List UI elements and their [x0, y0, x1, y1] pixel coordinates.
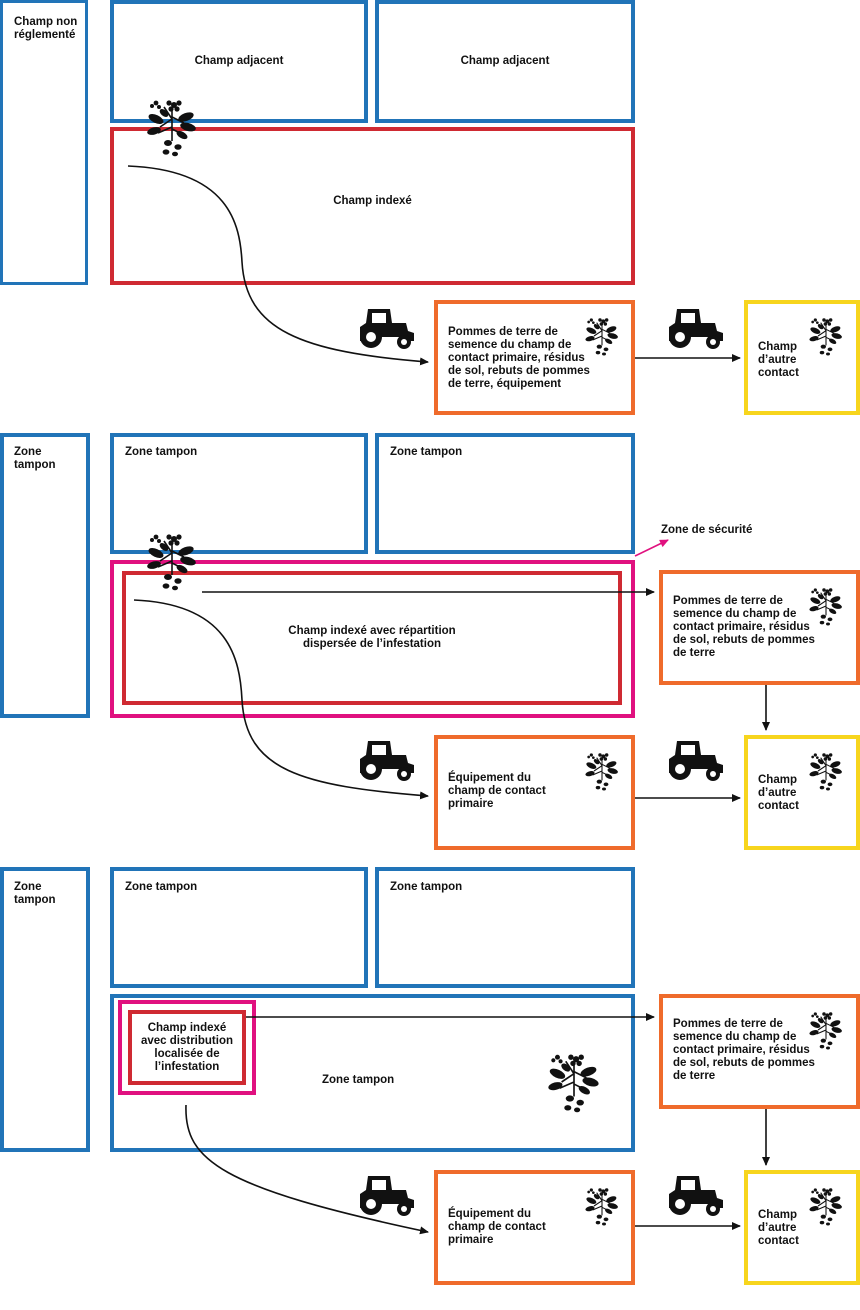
- potato-plant-icon: [808, 752, 844, 792]
- panel2-equipment-label: Équipement du champ de contact primaire: [448, 772, 546, 810]
- panel2-equipment-box: [434, 735, 635, 850]
- panel1-adjacent-left-label: Champ adjacent: [194, 55, 284, 67]
- potato-plant-icon: [808, 317, 844, 357]
- panel2-buffer-right-label: Zone tampon: [390, 446, 463, 458]
- potato-plant-icon: [808, 1187, 844, 1227]
- panel2-buffer-left: [110, 433, 368, 554]
- tractor-icon: [360, 1176, 414, 1216]
- panel1-adjacent-field-right: Champ adjacent: [375, 0, 635, 123]
- tractor-icon: [669, 1176, 723, 1216]
- panel3-curve-arrow: [185, 1104, 429, 1235]
- panel2-indexed-field: Champ indexé avec répartition dispersée …: [122, 571, 622, 705]
- panel3-buffer-left: [110, 867, 368, 988]
- panel2-other-contact-label: Champ d’autre contact: [758, 774, 799, 812]
- panel2-indexed-label: Champ indexé avec répartition dispersée …: [288, 625, 456, 650]
- panel1-indexed-field: Champ indexé: [110, 127, 635, 285]
- panel2-primary-seed-label: Pommes de terre de semence du champ de c…: [673, 595, 815, 659]
- tractor-icon: [360, 741, 414, 781]
- panel1-curve-arrow: [127, 165, 429, 366]
- panel3-buffer-right-label: Zone tampon: [390, 881, 463, 893]
- potato-plant-icon: [584, 1187, 620, 1227]
- tractor-icon: [669, 309, 723, 349]
- panel3-primary-seed-box: [659, 994, 860, 1109]
- panel2-buffer-left-label: Zone tampon: [125, 446, 198, 458]
- panel3-equipment-label: Équipement du champ de contact primaire: [448, 1208, 546, 1246]
- panel2-side-buffer: [0, 433, 90, 718]
- panel3-other-contact-box: [744, 1170, 860, 1285]
- panel3-indexed-field: Champ indexé avec distribution localisée…: [128, 1010, 246, 1085]
- tractor-icon: [360, 309, 414, 349]
- panel1-indexed-label: Champ indexé: [333, 194, 412, 207]
- panel2-safety-zone: [110, 560, 635, 718]
- potato-plant-icon: [584, 317, 620, 357]
- potato-plant-icon: [546, 1053, 601, 1114]
- panel1-other-contact-label: Champ d’autre contact: [758, 341, 799, 379]
- potato-plant-icon: [808, 587, 844, 627]
- panel1-primary-contact-box: [434, 300, 635, 415]
- panel3-side-buffer: [0, 867, 90, 1152]
- panel2-curve-arrow: [133, 599, 429, 800]
- potato-plant-icon: [145, 533, 198, 592]
- panel1-adjacent-right-label: Champ adjacent: [460, 55, 550, 67]
- panel3-side-label: Zone tampon: [14, 881, 56, 906]
- panel1-other-contact-box: [744, 300, 860, 415]
- potato-plant-icon: [808, 1011, 844, 1051]
- potato-plant-icon: [145, 99, 198, 158]
- panel1-side-label: Champ non réglementé: [14, 16, 78, 41]
- potato-plant-icon: [584, 752, 620, 792]
- panel3-primary-seed-label: Pommes de terre de semence du champ de c…: [673, 1018, 815, 1082]
- panel2-side-label: Zone tampon: [14, 446, 56, 471]
- panel3-equipment-box: [434, 1170, 635, 1285]
- panel3-buffer-left-label: Zone tampon: [125, 881, 198, 893]
- panel1-primary-contact-label: Pommes de terre de semence du champ de c…: [448, 326, 590, 390]
- panel3-safety-zone: [118, 1000, 256, 1095]
- panel2-safety-zone-label: Zone de sécurité: [661, 524, 753, 536]
- panel2-primary-seed-box: [659, 570, 860, 685]
- panel3-main-buffer-label: Zone tampon: [322, 1074, 395, 1086]
- panel1-side-field: [0, 0, 88, 285]
- panel3-buffer-right: [375, 867, 635, 988]
- panel2-other-contact-box: [744, 735, 860, 850]
- panel3-other-contact-label: Champ d’autre contact: [758, 1209, 799, 1247]
- panel2-safety-pointer: [634, 539, 669, 557]
- panel1-adjacent-field-left: Champ adjacent: [110, 0, 368, 123]
- tractor-icon: [669, 741, 723, 781]
- panel2-buffer-right: [375, 433, 635, 554]
- panel3-main-buffer: [110, 994, 635, 1152]
- panel3-indexed-label: Champ indexé avec distribution localisée…: [140, 1021, 234, 1073]
